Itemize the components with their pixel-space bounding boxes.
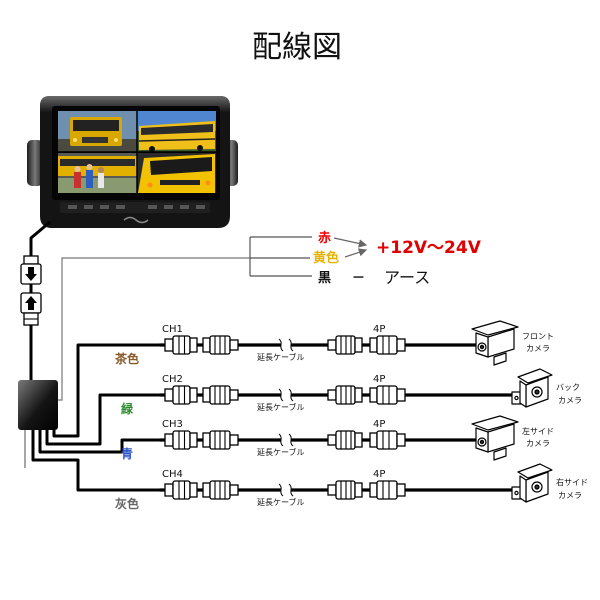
power-connection: 赤 黄色 +12V～24V 黒 － アース: [249, 230, 482, 287]
arrow-icon: [333, 237, 368, 248]
harness-wires: [31, 343, 162, 492]
channel-label: CH3: [162, 419, 183, 430]
channel-row-2: CH2 緑: [121, 368, 582, 416]
down-arrow-icon: [25, 267, 37, 281]
pin-count-label: 4P: [373, 324, 385, 335]
monitor-side-plug: [164, 430, 198, 450]
cable-break-mark: [278, 388, 294, 402]
cable-break-mark: [278, 433, 294, 447]
extension-cable-label: 延長ケーブル: [257, 497, 305, 507]
channel-label: CH1: [162, 324, 183, 335]
camera-icon: [511, 463, 553, 503]
monitor-side-plug: [164, 480, 198, 500]
ch3-wire: [38, 430, 162, 454]
extension-cable-label: 延長ケーブル: [257, 447, 305, 457]
power-wire: [58, 257, 250, 401]
camera-side-4p-plug: [369, 430, 406, 450]
camera-icon: [511, 368, 553, 408]
up-arrow-icon: [25, 296, 37, 310]
channel-label: CH4: [162, 469, 183, 480]
monitor-screen: [58, 111, 216, 193]
camera-type-label: カメラ: [558, 396, 582, 405]
monitor-cable: [20, 220, 51, 380]
wire-color-label: 緑: [121, 401, 134, 416]
wire-color-label: 灰色: [115, 496, 139, 511]
wire-color-label: 青: [121, 446, 133, 461]
camera-type-label: カメラ: [526, 344, 550, 353]
channel-label: CH2: [162, 374, 183, 385]
extension-cable-plug-a: [202, 385, 239, 405]
extension-cable-label: 延長ケーブル: [257, 402, 305, 412]
ch2-wire: [45, 393, 162, 446]
camera-name-label: 右サイド: [556, 477, 588, 487]
page-title: 配線図: [252, 30, 342, 65]
channel-row-3: CH3 青: [121, 415, 554, 461]
camera-type-label: カメラ: [558, 491, 582, 500]
monitor-button-bar: [60, 202, 210, 224]
channel-row-4: CH4 灰色: [115, 463, 588, 511]
extension-cable-plug-a: [202, 480, 239, 500]
dash-label: －: [352, 271, 365, 286]
extension-cable-plug-a: [202, 430, 239, 450]
camera-name-label: フロント: [522, 332, 554, 341]
monitor-side-plug: [164, 335, 198, 355]
red-wire-label: 赤: [318, 230, 331, 246]
pin-count-label: 4P: [373, 374, 385, 385]
camera-view-1: [58, 111, 137, 152]
cable-break-mark: [278, 338, 294, 352]
channel-rows: CH1 茶色: [114, 320, 588, 511]
pin-count-label: 4P: [373, 419, 385, 430]
extension-cable-label: 延長ケーブル: [257, 352, 305, 362]
camera-name-label: 左サイド: [522, 426, 554, 436]
pin-count-label: 4P: [373, 469, 385, 480]
extension-cable-plug-b: [327, 480, 363, 500]
quad-view-monitor-icon: [27, 96, 238, 228]
extension-cable-plug-b: [327, 430, 363, 450]
camera-type-label: カメラ: [526, 439, 550, 448]
channel-row-1: CH1 茶色: [114, 320, 554, 366]
camera-view-3: [58, 153, 137, 193]
arrow-icon: [344, 248, 368, 258]
camera-view-4: [137, 153, 216, 193]
camera-icon: [471, 415, 519, 461]
camera-side-4p-plug: [369, 480, 406, 500]
yellow-wire-label: 黄色: [313, 250, 339, 266]
extension-cable-plug-a: [202, 335, 239, 355]
junction-box: [18, 380, 58, 430]
ground-label: アース: [384, 268, 430, 287]
monitor-side-plug: [164, 385, 198, 405]
cable-break-mark: [278, 483, 294, 497]
camera-side-4p-plug: [369, 335, 406, 355]
camera-view-2: [137, 111, 216, 152]
camera-side-4p-plug: [369, 385, 406, 405]
ch4-wire: [31, 430, 162, 492]
left-mount-knob: [27, 140, 43, 186]
extension-cable-plug-b: [327, 335, 363, 355]
extension-cable-plug-b: [327, 385, 363, 405]
camera-icon: [471, 320, 519, 366]
wire-color-label: 茶色: [114, 351, 139, 366]
ch1-wire: [52, 343, 162, 438]
black-wire-label: 黒: [318, 270, 331, 286]
voltage-label: +12V～24V: [376, 238, 482, 258]
camera-name-label: バック: [556, 383, 580, 392]
